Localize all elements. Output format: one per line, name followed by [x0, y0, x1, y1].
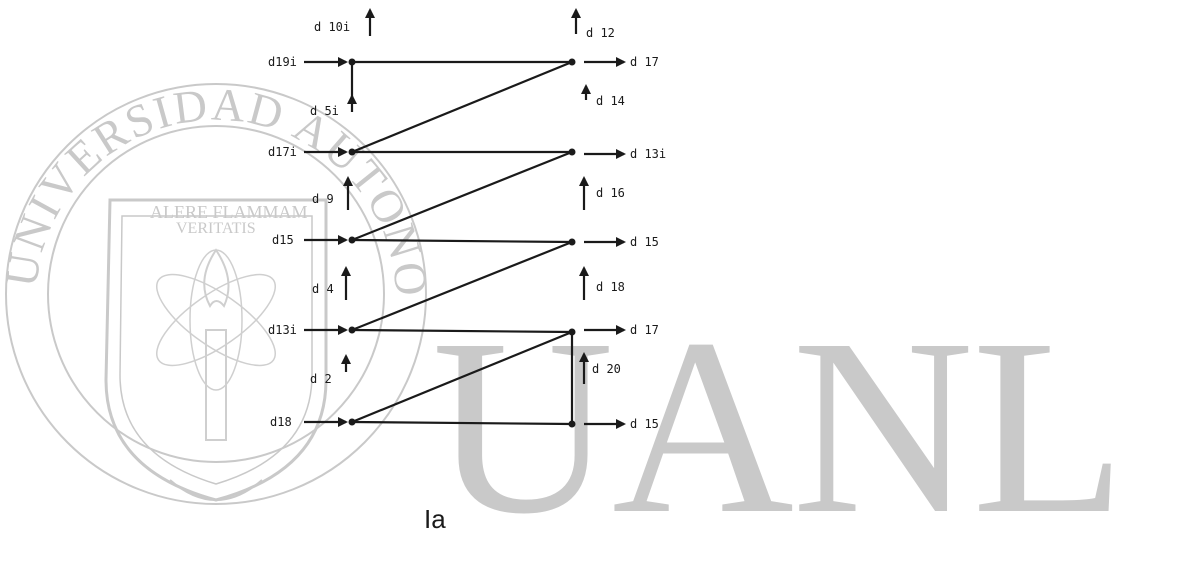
seal-ribbon [169, 479, 263, 501]
junction-node [568, 328, 576, 336]
output-label: d 17 [630, 323, 659, 337]
junction-node [348, 58, 356, 66]
junction-node [568, 148, 576, 156]
input-label: d13i [268, 323, 297, 337]
output-label: d 15 [630, 235, 659, 249]
network-diagram [304, 8, 626, 429]
output-label: d 17 [630, 55, 659, 69]
horizontal-link [351, 238, 573, 244]
horizontal-link [351, 420, 573, 426]
input-label: d17i [268, 145, 297, 159]
torch-handle-icon [205, 329, 227, 441]
atom-orbit-icon [156, 273, 276, 367]
junction-node [348, 236, 356, 244]
horizontal-link [351, 328, 573, 334]
junction-node [348, 326, 356, 334]
output-label: d 13i [630, 147, 667, 161]
left-vertical-label: d 5i [310, 104, 339, 118]
junction-node [568, 238, 576, 246]
diagonal-link [351, 60, 573, 154]
junction-node [568, 420, 576, 428]
diagonal-link [351, 150, 573, 242]
seal-outer-ring [5, 83, 427, 505]
junction-node [568, 58, 576, 66]
right-vertical-label: d 20 [592, 362, 621, 376]
right-vertical-label: d 14 [596, 94, 625, 108]
input-label: d15 [272, 233, 294, 247]
left-vertical-label: d 10i [314, 20, 351, 34]
left-vertical-label: d 4 [312, 282, 334, 296]
right-vertical-label: d 18 [596, 280, 625, 294]
junction-node [348, 418, 356, 426]
right-vertical-label: d 12 [586, 26, 615, 40]
input-label: d18 [270, 415, 292, 429]
left-vertical-label: d 9 [312, 192, 334, 206]
right-vertical-label: d 16 [596, 186, 625, 200]
atom-orbit-icon [156, 273, 276, 367]
seal-motto-line1: ALERE FLAMMAM [150, 202, 308, 222]
seal-inner-ring [47, 125, 385, 463]
figure-caption: Ia [424, 504, 446, 534]
university-seal-watermark: UNIVERSIDAD AUTONOMA DE NUEVO LEON [0, 0, 436, 505]
output-label: d 15 [630, 417, 659, 431]
figure-canvas: UNIVERSIDAD AUTONOMA DE NUEVO LEON ALERE… [0, 0, 1126, 552]
junction-node [348, 148, 356, 156]
torch-flame-icon [203, 248, 230, 309]
seal-motto-line2: VERITATIS [176, 220, 256, 237]
shield-inner [119, 215, 313, 485]
left-vertical-label: d 2 [310, 372, 332, 386]
input-label: d19i [268, 55, 297, 69]
diagonal-link [351, 330, 573, 424]
diagonal-link [351, 240, 573, 332]
